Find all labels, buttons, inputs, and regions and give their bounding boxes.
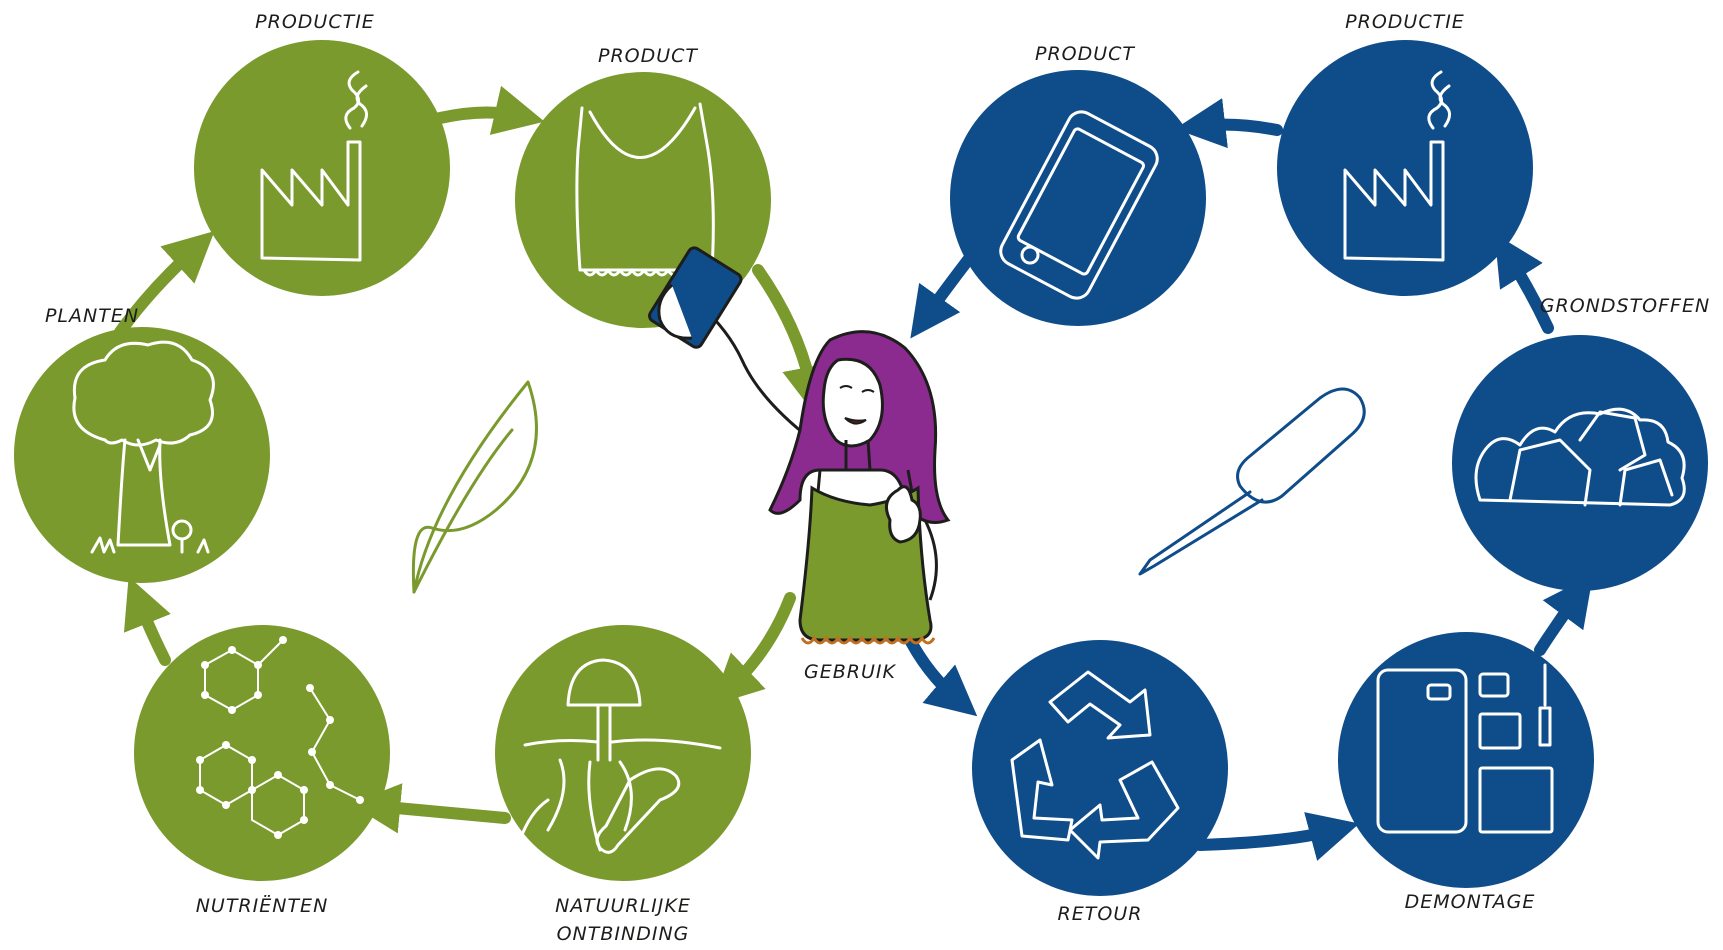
arrow-bio-production-to-product [440,112,520,118]
bio-decomposition-circle [495,625,751,881]
label-bio-decomposition-line2: ONTBINDING [557,923,690,945]
screwdriver-icon [1140,389,1364,574]
arrow-tech-product-to-use [925,260,968,318]
arrow-tech-disassembly-to-materials [1540,595,1578,650]
bio-cycle [14,40,812,881]
arrow-tech-return-to-disassembly [1200,830,1335,845]
arrow-bio-decomposition-to-nutrients [375,806,505,818]
arrow-tech-production-to-product [1200,125,1277,130]
tech-production-circle [1277,40,1533,296]
bio-production-circle [194,40,450,296]
label-use: GEBRUIK [804,661,896,683]
bio-nutrients-circle [134,625,390,881]
label-bio-production: PRODUCTIE [255,11,375,33]
arrow-bio-product-to-use [758,270,812,392]
arrow-bio-nutrients-to-plants [138,600,165,660]
tech-return-circle [972,640,1228,896]
tech-product-circle [950,70,1206,326]
leaf-icon [413,382,536,592]
arrow-bio-use-to-decomposition [730,598,790,688]
label-tech-materials: GRONDSTOFFEN [1540,295,1710,317]
label-tech-return: RETOUR [1058,903,1143,925]
label-bio-product: PRODUCT [598,45,698,67]
label-tech-disassembly: DEMONTAGE [1405,891,1536,913]
label-bio-plants: PLANTEN [45,305,139,327]
label-tech-product: PRODUCT [1035,43,1135,65]
label-bio-decomposition-line1: NATUURLIJKE [555,895,691,917]
woman-selfie-figure [647,246,948,643]
tech-cycle [905,40,1708,896]
tech-materials-circle [1452,335,1708,591]
label-bio-nutrients: NUTRIËNTEN [196,894,329,917]
label-tech-production: PRODUCTIE [1345,11,1465,33]
arrow-tech-materials-to-production [1508,255,1548,328]
